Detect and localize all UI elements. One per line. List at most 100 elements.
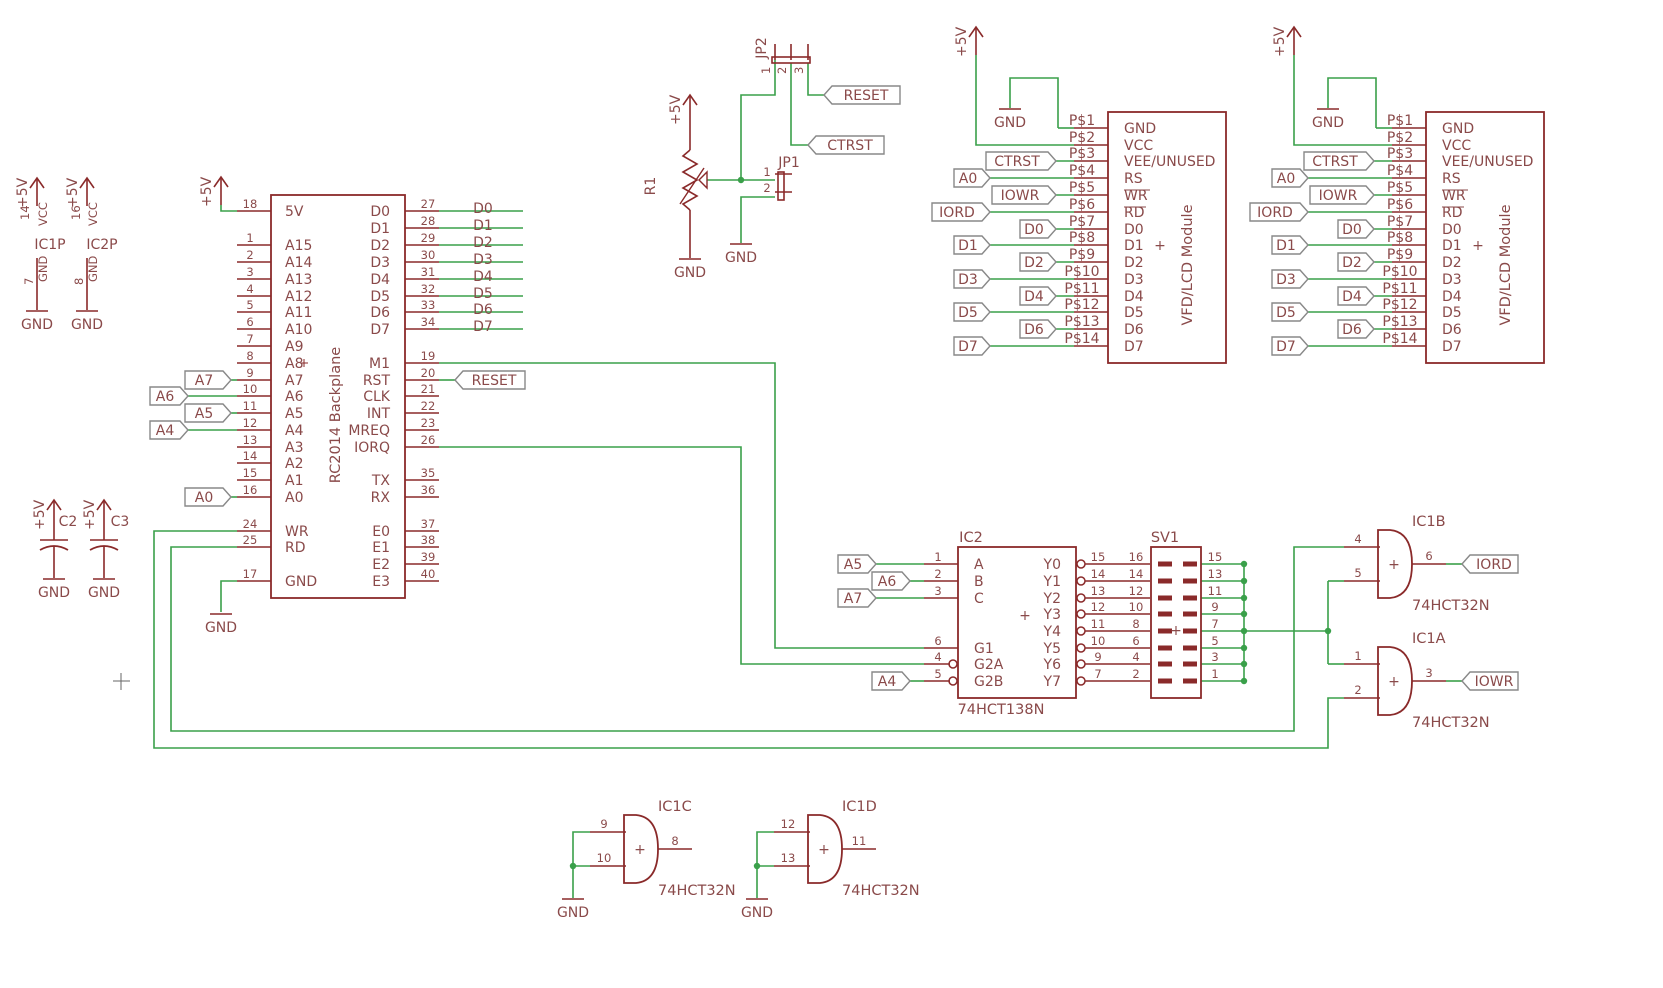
pin-name: A10 <box>285 322 312 338</box>
net-flag <box>1271 336 1309 356</box>
vcc-symbol <box>213 175 229 188</box>
vfd-module-body <box>1107 111 1227 364</box>
bus-label: D2 <box>473 235 493 251</box>
pin-number: 40 <box>421 567 436 581</box>
pin-name: D7 <box>1124 339 1144 355</box>
pin-name: RS <box>1442 171 1461 187</box>
header-pin <box>1158 678 1172 684</box>
pad-name: P$8 <box>1387 230 1413 246</box>
pin-name: RD <box>285 540 306 556</box>
net-flag-label: A6 <box>878 574 897 590</box>
net-flag <box>149 420 189 440</box>
net-flag <box>837 554 877 574</box>
pin-name: A <box>974 557 984 573</box>
part-value: 74HCT32N <box>1412 598 1490 614</box>
part-name: C3 <box>111 514 130 530</box>
pin-number: 35 <box>421 466 436 480</box>
pin-name: D0 <box>370 204 390 220</box>
vcc-label: +5V <box>15 177 31 208</box>
pin-name: GND <box>36 255 50 282</box>
part-name: IC1C <box>658 799 692 815</box>
pin-name: E3 <box>372 574 390 590</box>
net-flag <box>823 85 901 105</box>
pin-number: 4 <box>1132 650 1139 664</box>
pin-number: 3 <box>792 67 806 74</box>
pin-number: 15 <box>1208 550 1223 564</box>
pad-name: P$1 <box>1069 113 1095 129</box>
origin-mark: + <box>1154 238 1166 254</box>
pin-number: 12 <box>1091 600 1106 614</box>
pin-name: RX <box>371 490 391 506</box>
pin-number: 10 <box>243 382 258 396</box>
pin-name: E2 <box>372 557 390 573</box>
pin-number: 2 <box>1354 683 1361 697</box>
pin-number: 13 <box>1091 584 1106 598</box>
header-pin <box>1183 595 1197 601</box>
bus-label: D3 <box>473 252 493 268</box>
net-flag <box>454 370 526 390</box>
vcc-label: +5V <box>954 26 970 57</box>
gnd-label: GND <box>88 585 120 601</box>
vcc-label: +5V <box>1272 26 1288 57</box>
bus-label: D0 <box>473 201 493 217</box>
bus-label: D4 <box>473 269 493 285</box>
pin-name: A1 <box>285 473 303 489</box>
pin-name: Y5 <box>1043 641 1061 657</box>
pad-name: P$1 <box>1387 113 1413 129</box>
pin-name: Y3 <box>1043 607 1061 623</box>
pin-name: D6 <box>1442 322 1462 338</box>
pin-number: 13 <box>1208 567 1223 581</box>
part-value: 74HCT32N <box>842 883 920 899</box>
vcc-label: +5V <box>668 94 684 125</box>
pin-name: Y1 <box>1043 574 1061 590</box>
part-value: 74HCT138N <box>958 702 1045 718</box>
net-flag-label: RESET <box>844 88 889 104</box>
net-flag-label: D7 <box>958 339 978 355</box>
pin-name: A11 <box>285 305 312 321</box>
part-name: IC1D <box>842 799 877 815</box>
net-flag-label: D0 <box>1024 222 1044 238</box>
pin-number: 27 <box>421 197 436 211</box>
inverting-bubble <box>1076 593 1086 603</box>
pad-name: P$7 <box>1387 214 1413 230</box>
pin-number: 34 <box>421 315 436 329</box>
pin-name: Y2 <box>1043 591 1061 607</box>
pin-number: 16 <box>1129 550 1144 564</box>
net-flag-label: D5 <box>958 305 978 321</box>
part-name: IC1A <box>1412 631 1446 647</box>
pin-name: D3 <box>1124 272 1144 288</box>
pin-number: 28 <box>421 214 436 228</box>
pin-name: D2 <box>370 238 390 254</box>
part-value: 74HCT32N <box>1412 715 1490 731</box>
trimmer-arrow <box>698 170 708 190</box>
pad-name: P$11 <box>1064 281 1099 297</box>
pad-name: P$11 <box>1382 281 1417 297</box>
net-flag-label: A7 <box>195 373 213 389</box>
pin-name: A14 <box>285 255 312 271</box>
header-pin <box>1158 561 1172 567</box>
net-flag <box>1271 168 1309 188</box>
net-wire <box>439 362 924 649</box>
pin-number: 6 <box>246 315 253 329</box>
pin-number: 8 <box>246 349 253 363</box>
pin-number: 31 <box>421 265 436 279</box>
net-wire <box>572 831 590 898</box>
part-name: R1 <box>643 177 659 196</box>
pin-number: 10 <box>1091 634 1106 648</box>
net-flag <box>953 269 991 289</box>
net-flag-label: D0 <box>1342 222 1362 238</box>
net-flag-label: D3 <box>1276 272 1296 288</box>
pin-number: 23 <box>421 416 436 430</box>
pin-name: A0 <box>285 490 303 506</box>
net-flag <box>837 588 877 608</box>
header-pin <box>1158 661 1172 667</box>
pin-number: 33 <box>421 298 436 312</box>
junction-dot <box>569 862 577 870</box>
net-flag <box>1303 151 1375 171</box>
pin-name: A8 <box>285 356 303 372</box>
gnd-label: GND <box>71 317 103 333</box>
net-flag <box>871 671 911 691</box>
pad-name: P$14 <box>1064 331 1099 347</box>
net-flag <box>1019 286 1057 306</box>
pin-name: Y4 <box>1043 624 1062 640</box>
